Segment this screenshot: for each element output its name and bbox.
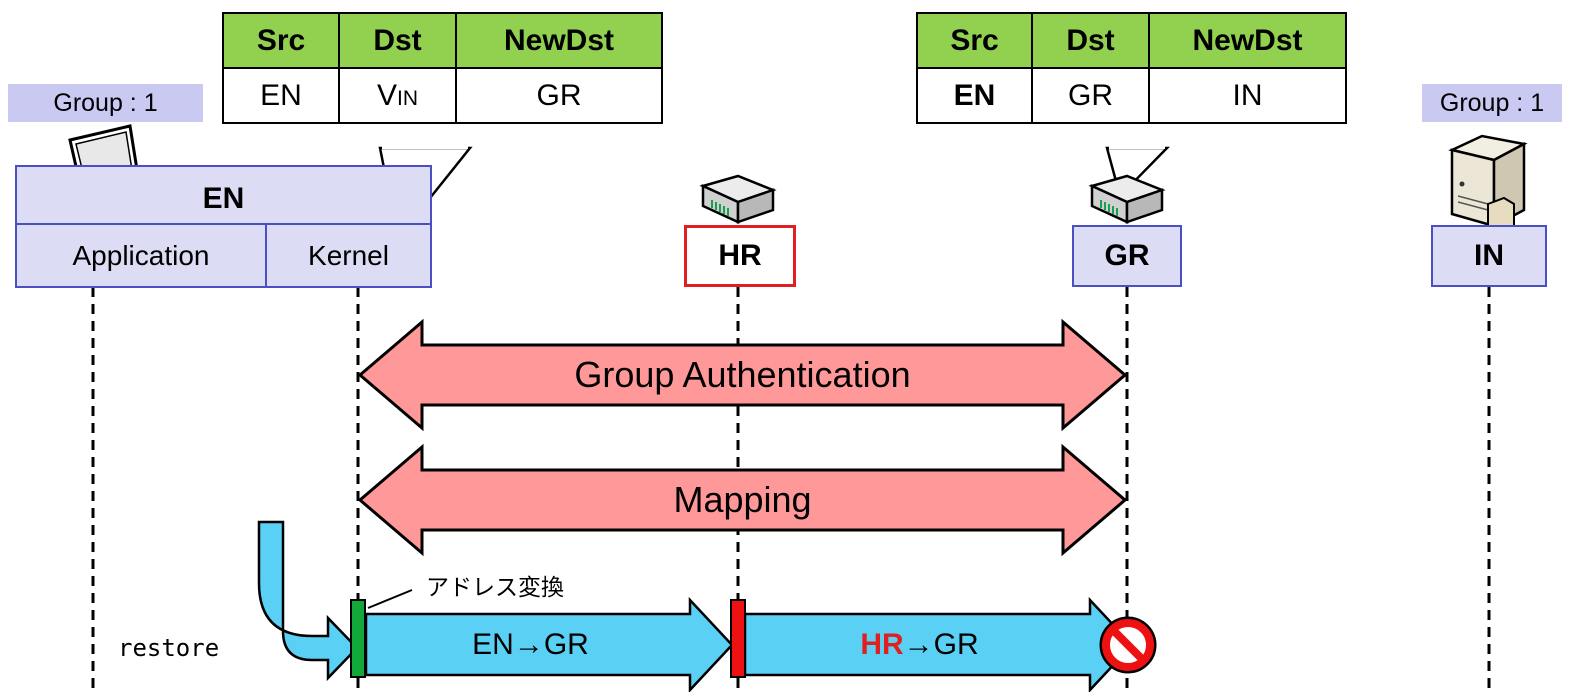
- en-application-cell: Application: [15, 223, 267, 288]
- header-dst: Dst: [338, 12, 457, 69]
- gr-node-box: GR: [1072, 225, 1182, 287]
- packet2-rest-text: →GR: [903, 627, 979, 661]
- header-newdst: NewDst: [455, 12, 663, 69]
- hr-router-icon: [699, 174, 777, 224]
- header-dst: Dst: [1031, 12, 1150, 69]
- routing-table-left: Src Dst NewDst EN VIN GR: [222, 12, 663, 124]
- en-title: EN: [202, 182, 245, 215]
- address-translation-note: アドレス変換: [426, 574, 564, 600]
- hr-rewrite-marker: [730, 599, 746, 678]
- cell-dst: GR: [1031, 67, 1150, 124]
- group-label-left: Group : 1: [8, 84, 203, 122]
- en-kernel-cell: Kernel: [265, 223, 432, 288]
- cell-newdst: GR: [455, 67, 663, 124]
- packet2-label: HR→GR: [747, 616, 1092, 673]
- restore-note: restore: [118, 634, 220, 662]
- mapping-arrow: [357, 443, 1128, 557]
- cell-newdst: IN: [1148, 67, 1347, 124]
- cell-dst-main: V: [376, 78, 397, 112]
- address-translation-marker: [350, 599, 366, 678]
- header-src: Src: [222, 12, 340, 69]
- routing-table-right: Src Dst NewDst EN GR IN: [916, 12, 1347, 124]
- group-label-right: Group : 1: [1422, 84, 1562, 122]
- kernel-label: Kernel: [308, 239, 389, 271]
- in-node-box: IN: [1431, 225, 1547, 287]
- mapping-label: Mapping: [673, 479, 812, 520]
- header-src: Src: [916, 12, 1033, 69]
- note-pointer-line: [367, 589, 413, 609]
- table-row: EN VIN GR: [222, 67, 663, 124]
- gr-label: GR: [1104, 239, 1150, 272]
- table-header-row: Src Dst NewDst: [916, 12, 1347, 69]
- application-label: Application: [72, 239, 210, 271]
- prohibited-icon: [1099, 616, 1157, 674]
- in-label: IN: [1474, 239, 1504, 272]
- restore-curve-arrow: [257, 520, 359, 682]
- hr-label: HR: [718, 239, 762, 272]
- packet2-hr-text: HR: [860, 627, 904, 661]
- group-label-right-text: Group : 1: [1439, 88, 1545, 117]
- packet1-label: EN→GR: [472, 627, 589, 661]
- cell-dst-sub: IN: [397, 86, 418, 110]
- gr-router-icon: [1088, 174, 1166, 224]
- cell-src: EN: [222, 67, 340, 124]
- group-authentication-arrow: [357, 318, 1128, 432]
- header-newdst: NewDst: [1148, 12, 1347, 69]
- table-header-row: Src Dst NewDst: [222, 12, 663, 69]
- group-authentication-label: Group Authentication: [574, 354, 911, 395]
- cell-dst: VIN: [338, 67, 457, 124]
- in-server-icon: [1448, 134, 1528, 232]
- group-label-left-text: Group : 1: [53, 88, 158, 117]
- table-row: EN GR IN: [916, 67, 1347, 124]
- cell-src: EN: [916, 67, 1033, 124]
- en-node-box: EN: [15, 165, 432, 223]
- hr-node-box: HR: [684, 225, 796, 287]
- packet-arrow-en-gr: [364, 596, 734, 692]
